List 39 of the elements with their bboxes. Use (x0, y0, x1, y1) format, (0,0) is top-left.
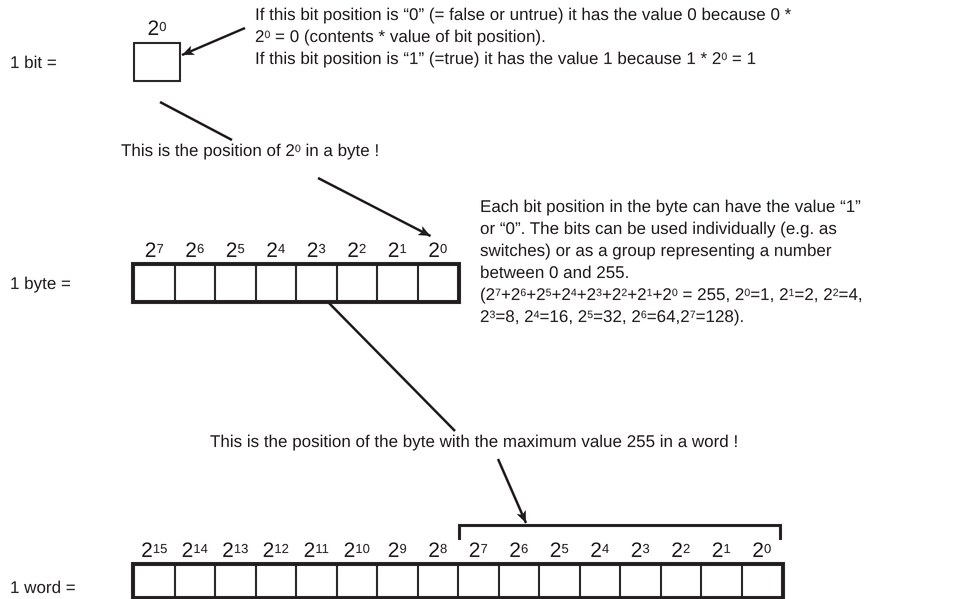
explanation-text: If this bit position is “0” (= false or untrue) it has the value 0 because 0 * 2$^{0}$ = 0 (contents * value of bit position). (255, 4, 792, 48)
arrow (317, 176, 432, 238)
exponent-label: 2$^{0}$ (751, 538, 772, 564)
exponent-label: 2$^{6}$ (184, 238, 206, 264)
exponent-label: 2$^{14}$ (180, 538, 209, 564)
exponent-label: 2$^{0}$ (427, 238, 448, 264)
exponent-label: 2$^{6}$ (508, 538, 530, 564)
exponent-label: 2$^{5}$ (548, 538, 570, 564)
exponent-label: 2$^{10}$ (342, 538, 371, 564)
exponent-label: 2$^{0}$ (146, 16, 168, 42)
row-label: 1 bit = (10, 52, 57, 74)
exponent-label: 2$^{7}$ (144, 238, 165, 264)
row-label: 1 word = (10, 577, 76, 599)
explanation-text: If this bit position is “1” (=true) it has the value 1 because 1 * 2$^{0}$ = 1 (255, 48, 758, 70)
exponent-label: 2$^{11}$ (302, 538, 330, 564)
exponent-label: 2$^{1}$ (386, 238, 408, 264)
connector-line (327, 301, 456, 432)
explanation-text: Each bit position in the byte can have the value “1” or “0”. The bits can be used individually (e.g. as switches) or as a group representing a number between 0 and 255. (480, 196, 862, 284)
exponent-label: 2$^{13}$ (221, 538, 250, 564)
arrow (182, 26, 246, 56)
arrow (496, 458, 528, 524)
exponent-label: 2$^{5}$ (224, 238, 246, 264)
exponent-label: 2$^{3}$ (630, 538, 651, 564)
exponent-label: 2$^{4}$ (265, 238, 286, 264)
exponent-label: 2$^{4}$ (589, 538, 610, 564)
exponent-label: 2$^{3}$ (306, 238, 327, 264)
exponent-label: 2$^{2}$ (346, 238, 368, 264)
exponent-label: 2$^{7}$ (468, 538, 489, 564)
exponent-label: 2$^{8}$ (427, 538, 448, 564)
exponent-label: 2$^{2}$ (670, 538, 692, 564)
annotation-text: This is the position of the byte with the maximum value 255 in a word ! (210, 431, 810, 453)
annotation-text: This is the position of 2$^{0}$ in a byte ! (121, 140, 541, 162)
exponent-label: 2$^{12}$ (262, 538, 290, 564)
exponent-label: 2$^{15}$ (140, 538, 168, 564)
explanation-text: (2$^{7}$+2$^{6}$+2$^{5}$+2$^{4}$+2$^{3}$+2$^{2}$+2$^{1}$+2$^{0}$ = 255, 2$^{0}$=1, 2$^{1}$=2, 2$^{2}$=4, 2$^{3}$=8, 2$^{4}$=16, 2$^{5}$=32, 2$^{6}$=64,2$^{7}$=128). (480, 284, 864, 328)
exponent-label: 2$^{1}$ (710, 538, 732, 564)
exponent-label: 2$^{9}$ (386, 538, 408, 564)
row-label: 1 byte = (10, 273, 71, 295)
connector-line (159, 100, 233, 142)
